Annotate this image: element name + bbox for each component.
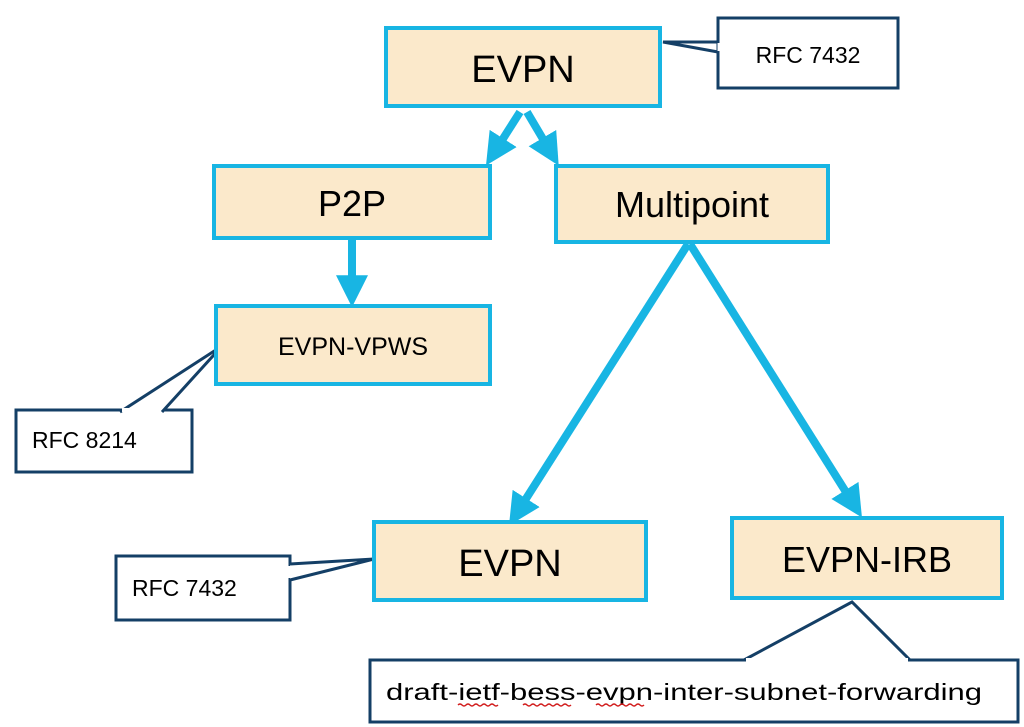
arrow-multipoint-to-irb xyxy=(686,241,862,518)
node-evpn-vpws: EVPN-VPWS xyxy=(214,304,492,386)
node-box xyxy=(214,304,492,386)
callout-evpn-rfc: RFC 7432 xyxy=(114,554,375,622)
node-multipoint: Multipoint xyxy=(554,164,830,244)
spellcheck-underline-evpn xyxy=(595,703,645,707)
callout-box xyxy=(14,408,194,474)
spellcheck-underlines xyxy=(457,703,645,707)
node-evpn-irb: EVPN-IRB xyxy=(730,516,1004,600)
node-label: EVPN-IRB xyxy=(782,539,952,580)
node-label: EVPN xyxy=(471,49,574,91)
spellcheck-underline-ietf xyxy=(457,703,499,707)
callout-irb-draft: draft-ietf-bess-evpn-inter-subnet-forwar… xyxy=(368,600,1020,724)
arrow-evpn-to-multipoint xyxy=(523,109,559,166)
node-box xyxy=(212,164,492,240)
node-evpn-root: EVPN xyxy=(384,26,662,108)
callout-text: RFC 7432 xyxy=(132,575,237,601)
callout-text: RFC 8214 xyxy=(32,427,137,453)
node-label: P2P xyxy=(318,183,386,224)
callout-text: RFC 7432 xyxy=(756,42,861,68)
arrow-multipoint-to-evpn xyxy=(508,241,692,526)
node-box xyxy=(372,520,648,602)
node-box xyxy=(554,164,830,244)
callout-box xyxy=(368,658,1020,724)
node-evpn: EVPN xyxy=(372,520,648,602)
callout-pointer xyxy=(743,600,912,662)
node-label: EVPN-VPWS xyxy=(278,333,428,361)
node-label: Multipoint xyxy=(615,184,769,225)
callout-text: draft-ietf-bess-evpn-inter-subnet-forwar… xyxy=(386,679,982,705)
node-label: EVPN xyxy=(458,543,561,585)
spellcheck-underline-bess xyxy=(522,703,572,707)
callout-box xyxy=(114,554,292,622)
callout-pointer xyxy=(289,557,375,582)
callout-vpws-rfc: RFC 8214 xyxy=(14,344,224,474)
callout-root-rfc: RFC 7432 xyxy=(662,16,900,90)
node-box xyxy=(730,516,1004,600)
connectors xyxy=(336,109,862,526)
node-box xyxy=(384,26,662,108)
node-p2p: P2P xyxy=(212,164,492,240)
callout-pointer xyxy=(662,40,719,54)
callout-pointer xyxy=(119,344,224,414)
arrow-evpn-to-p2p xyxy=(485,109,524,166)
callout-box xyxy=(716,16,900,90)
